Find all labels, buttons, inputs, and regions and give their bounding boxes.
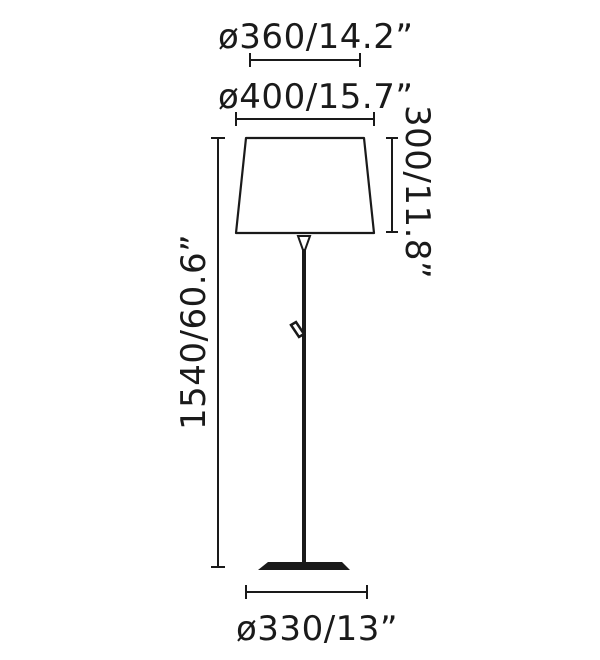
base-diameter-dimension: ø330/13” xyxy=(236,585,398,649)
bottom-diameter-label: ø400/15.7” xyxy=(218,77,413,117)
lamp-pole xyxy=(302,250,306,562)
shade-height-label: 300/11.8” xyxy=(397,105,437,279)
top-diameter-label: ø360/14.2” xyxy=(218,17,413,57)
top-diameter-dimension: ø360/14.2” xyxy=(218,17,413,67)
total-height-dimension: 1540/60.6” xyxy=(174,137,225,568)
shade-connector xyxy=(296,235,312,251)
shade-height-dimension: 300/11.8” xyxy=(386,105,437,279)
bottom-diameter-dimension: ø400/15.7” xyxy=(218,77,413,126)
base-diameter-label: ø330/13” xyxy=(236,609,398,649)
total-height-label: 1540/60.6” xyxy=(174,234,214,430)
lamp-illustration xyxy=(234,136,376,570)
lamp-switch xyxy=(289,320,306,339)
lamp-shade xyxy=(234,136,376,235)
lamp-base xyxy=(258,562,350,570)
